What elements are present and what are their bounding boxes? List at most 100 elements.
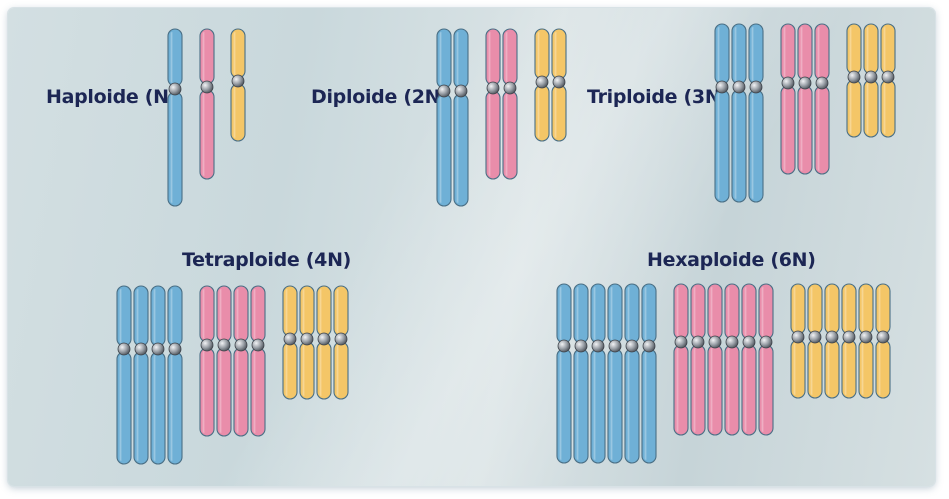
centromere xyxy=(876,330,890,344)
centromere xyxy=(881,70,895,84)
centromere xyxy=(864,70,878,84)
haploide-pink-chromosome xyxy=(199,28,215,180)
triploide-blue-chromosome xyxy=(748,23,764,203)
label-hexaploide: Hexaploide (6N) xyxy=(647,249,816,271)
triploide-pink-chromosome xyxy=(814,23,830,175)
hexaploide-blue-chromosome xyxy=(590,283,606,464)
hexaploide-yellow-chromosome xyxy=(858,283,874,399)
hexaploide-yellow-chromosome-set xyxy=(790,283,891,399)
hexaploide-pink-chromosome xyxy=(724,283,740,436)
haploide-blue-chromosome-set xyxy=(167,28,183,207)
hexaploide-pink-chromosome xyxy=(673,283,689,436)
triploide-yellow-chromosome-set xyxy=(846,23,896,138)
tetraploide-yellow-chromosome xyxy=(333,285,349,400)
centromere xyxy=(168,342,182,356)
hexaploide-blue-chromosome xyxy=(573,283,589,464)
centromere xyxy=(557,339,571,353)
tetraploide-pink-chromosome xyxy=(216,285,232,437)
centromere xyxy=(791,330,805,344)
tetraploide-blue-chromosome xyxy=(167,285,183,465)
centromere xyxy=(574,339,588,353)
centromere xyxy=(234,338,248,352)
tetraploide-pink-chromosome xyxy=(250,285,266,437)
hexaploide-yellow-chromosome xyxy=(824,283,840,399)
haploide-blue-chromosome xyxy=(167,28,183,207)
triploide-blue-chromosome xyxy=(731,23,747,203)
centromere xyxy=(732,80,746,94)
hexaploide-blue-chromosome xyxy=(641,283,657,464)
centromere xyxy=(151,342,165,356)
centromere xyxy=(815,76,829,90)
tetraploide-blue-chromosome xyxy=(150,285,166,465)
centromere xyxy=(200,338,214,352)
centromere xyxy=(437,84,451,98)
centromere xyxy=(283,332,297,346)
diploide-blue-chromosome-set xyxy=(436,28,469,207)
label-tetraploide: Tetraploide (4N) xyxy=(182,249,352,271)
centromere xyxy=(798,76,812,90)
centromere xyxy=(759,335,773,349)
centromere xyxy=(847,70,861,84)
tetraploide-yellow-chromosome xyxy=(299,285,315,400)
hexaploide-blue-chromosome xyxy=(624,283,640,464)
triploide-pink-chromosome xyxy=(797,23,813,175)
centromere xyxy=(691,335,705,349)
tetraploide-pink-chromosome-set xyxy=(199,285,266,437)
triploide-pink-chromosome xyxy=(780,23,796,175)
hexaploide-yellow-chromosome xyxy=(841,283,857,399)
centromere xyxy=(231,74,245,88)
centromere xyxy=(200,80,214,94)
centromere xyxy=(317,332,331,346)
tetraploide-yellow-chromosome xyxy=(282,285,298,400)
centromere xyxy=(715,80,729,94)
centromere xyxy=(608,339,622,353)
triploide-yellow-chromosome xyxy=(863,23,879,138)
haploide-pink-chromosome-set xyxy=(199,28,215,180)
tetraploide-yellow-chromosome xyxy=(316,285,332,400)
centromere xyxy=(591,339,605,353)
diploide-yellow-chromosome-set xyxy=(534,28,567,142)
diploide-yellow-chromosome xyxy=(551,28,567,142)
centromere xyxy=(217,338,231,352)
triploide-pink-chromosome-set xyxy=(780,23,830,175)
centromere xyxy=(742,335,756,349)
centromere xyxy=(503,81,517,95)
diploide-blue-chromosome xyxy=(436,28,452,207)
hexaploide-blue-chromosome-set xyxy=(556,283,657,464)
tetraploide-pink-chromosome xyxy=(233,285,249,437)
hexaploide-pink-chromosome xyxy=(741,283,757,436)
centromere xyxy=(825,330,839,344)
hexaploide-blue-chromosome xyxy=(607,283,623,464)
hexaploide-pink-chromosome xyxy=(690,283,706,436)
diploide-yellow-chromosome xyxy=(534,28,550,142)
diploide-pink-chromosome xyxy=(485,28,501,180)
hexaploide-pink-chromosome xyxy=(758,283,774,436)
centromere xyxy=(134,342,148,356)
centromere xyxy=(808,330,822,344)
diploide-pink-chromosome xyxy=(502,28,518,180)
centromere xyxy=(781,76,795,90)
centromere xyxy=(117,342,131,356)
tetraploide-blue-chromosome xyxy=(116,285,132,465)
label-haploide: Haploide (N) xyxy=(46,86,178,108)
diploide-blue-chromosome xyxy=(453,28,469,207)
triploide-blue-chromosome xyxy=(714,23,730,203)
triploide-yellow-chromosome xyxy=(880,23,896,138)
centromere xyxy=(859,330,873,344)
haploide-yellow-chromosome-set xyxy=(230,28,246,142)
centromere xyxy=(486,81,500,95)
centromere xyxy=(625,339,639,353)
hexaploide-pink-chromosome-set xyxy=(673,283,774,436)
hexaploide-yellow-chromosome xyxy=(875,283,891,399)
hexaploide-yellow-chromosome xyxy=(807,283,823,399)
centromere xyxy=(674,335,688,349)
centromere xyxy=(708,335,722,349)
triploide-yellow-chromosome xyxy=(846,23,862,138)
centromere xyxy=(334,332,348,346)
label-diploide: Diploide (2N) xyxy=(311,86,449,108)
centromere xyxy=(535,75,549,89)
centromere xyxy=(251,338,265,352)
tetraploide-yellow-chromosome-set xyxy=(282,285,349,400)
label-triploide: Triploide (3N) xyxy=(587,86,729,108)
